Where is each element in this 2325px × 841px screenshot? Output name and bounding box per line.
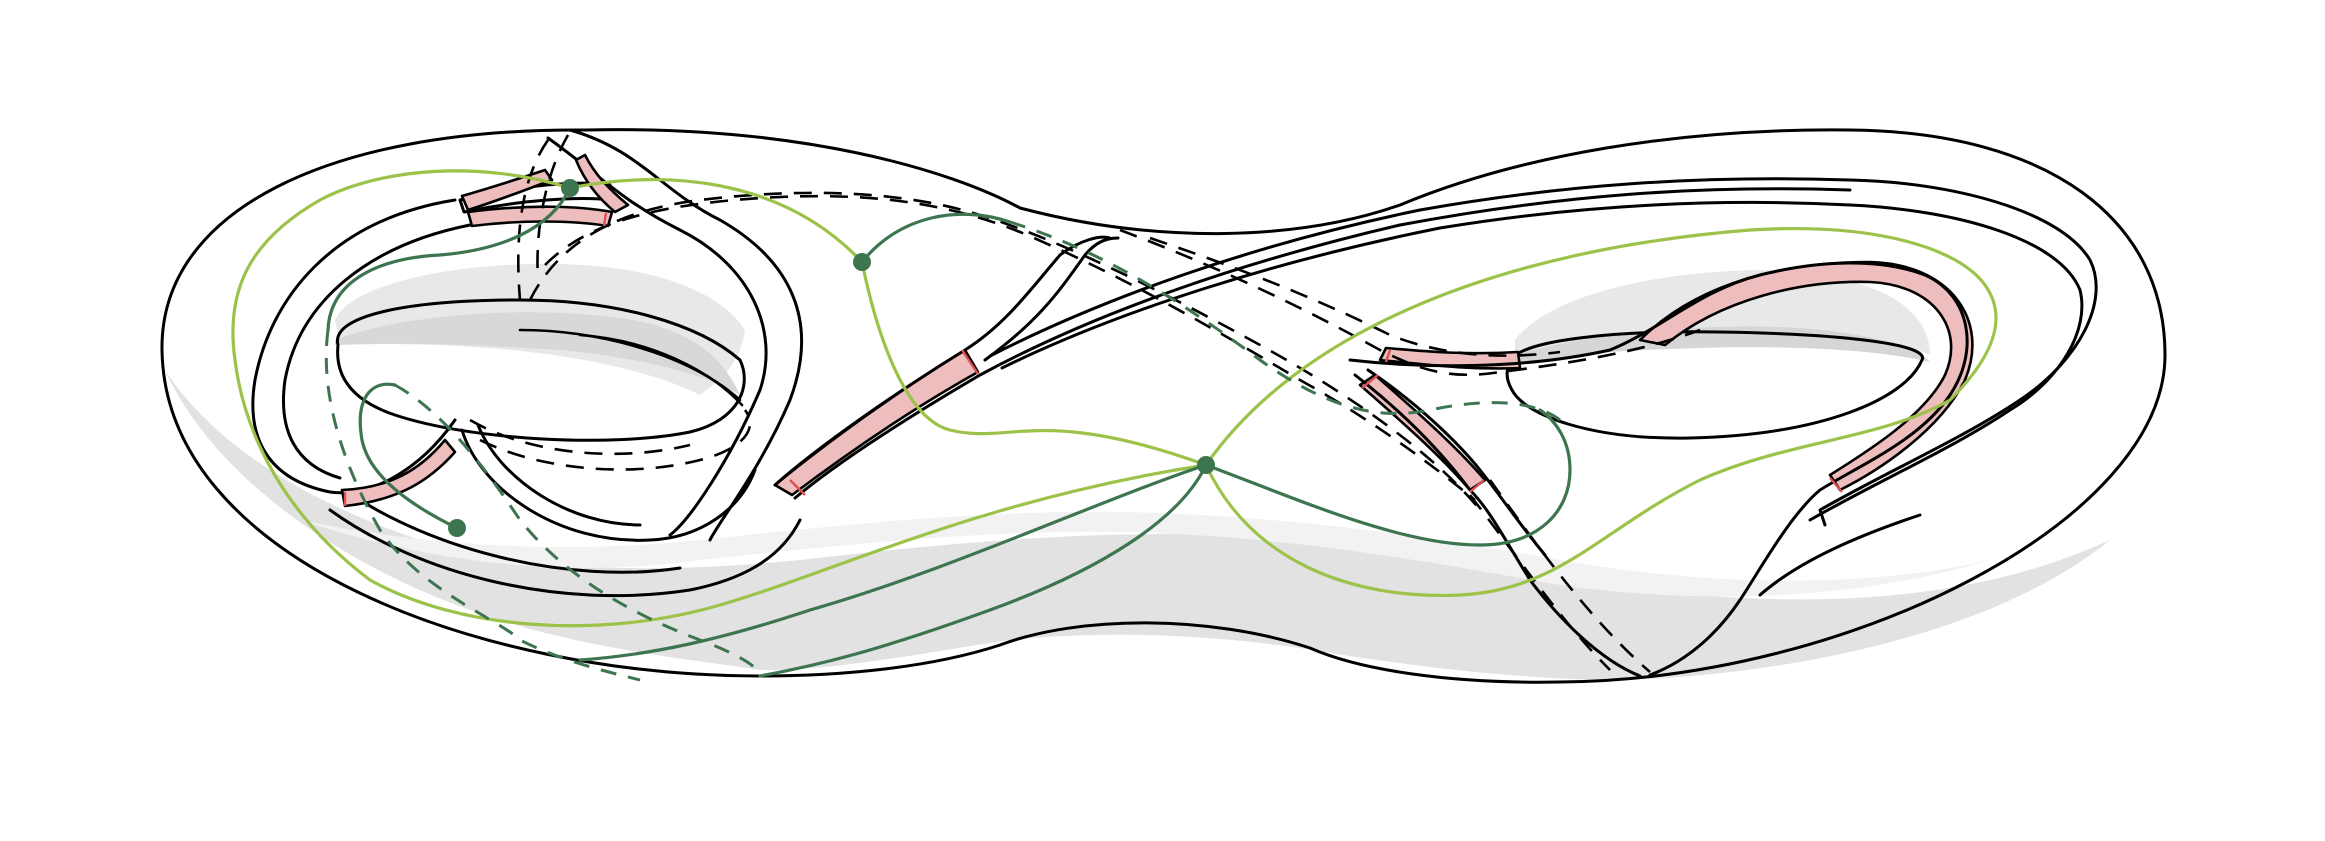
dark-green-dashed-top [1009,220,1561,422]
right-strip-outer [1348,261,1969,677]
left-hole-rim [336,298,746,442]
marked-point-p4 [448,519,466,537]
dark-green-curve-bottom-2 [758,463,1208,678]
light-green-curve-top [568,178,864,264]
marked-point-p3 [1197,456,1215,474]
dashed-strand-6 [1149,236,1561,357]
dashed-strand-4 [544,194,1476,502]
marked-point-p2 [853,253,871,271]
center-strip-outer [793,187,1852,500]
marked-point-p1 [561,179,579,197]
left-loop-outer-2 [546,136,768,537]
left-hole [336,298,746,442]
band-ticks [343,212,1843,506]
left-loop-bottom-inner [343,488,682,574]
light-green-curve-mid [860,260,1208,467]
dark-green-curve-bottom-1 [578,463,1208,662]
dark-green-curve-right [1204,408,1572,547]
left-loop-left-side-inner [282,223,472,480]
right-loop [1348,260,1974,678]
left-hole-inner-dark [335,312,740,395]
center-upper-strip-2 [990,177,2098,527]
dark-green-curves [324,186,1572,682]
right-strip-bottom [1758,513,1922,597]
right-strip-inner [1353,373,1642,678]
left-loop-bottom [328,508,802,598]
dark-green-curve-top-left [326,186,572,332]
center-upper-strip-1 [983,236,1120,362]
left-loop-left-side [251,198,457,495]
dashed-left-bottom [479,409,752,471]
right-strip-inner-2 [1366,368,1547,557]
light-green-curve-outer-left [231,169,1208,628]
dark-green-curve-top [860,212,1012,264]
surface-shading [165,263,2110,680]
left-hole-inner-edge-2 [578,333,744,407]
band-right-lower-diag [1358,373,1487,492]
dashed-strand-2 [536,134,570,281]
marked-points [448,179,1215,537]
center-bands [773,177,2098,527]
bottom-shading-light [300,511,1990,597]
center-upper-strip-3 [1000,200,2084,522]
light-green-curves [231,169,1998,628]
dashed-strand-5 [1119,228,1701,377]
left-loop-outer [568,128,804,542]
surface-outline [160,128,2167,684]
left-loop-mid-1 [460,428,757,542]
band-center-left [773,348,980,497]
dashed-strand-8 [1488,479,1651,673]
bottom-shading-left [165,370,2110,680]
dark-green-dashed-left [324,329,641,682]
band-bottom-left [340,438,457,508]
dark-green-curve-left-loop [358,382,459,530]
light-green-curve-right-top [1204,227,1998,598]
dashed-strand-1 [516,139,550,301]
